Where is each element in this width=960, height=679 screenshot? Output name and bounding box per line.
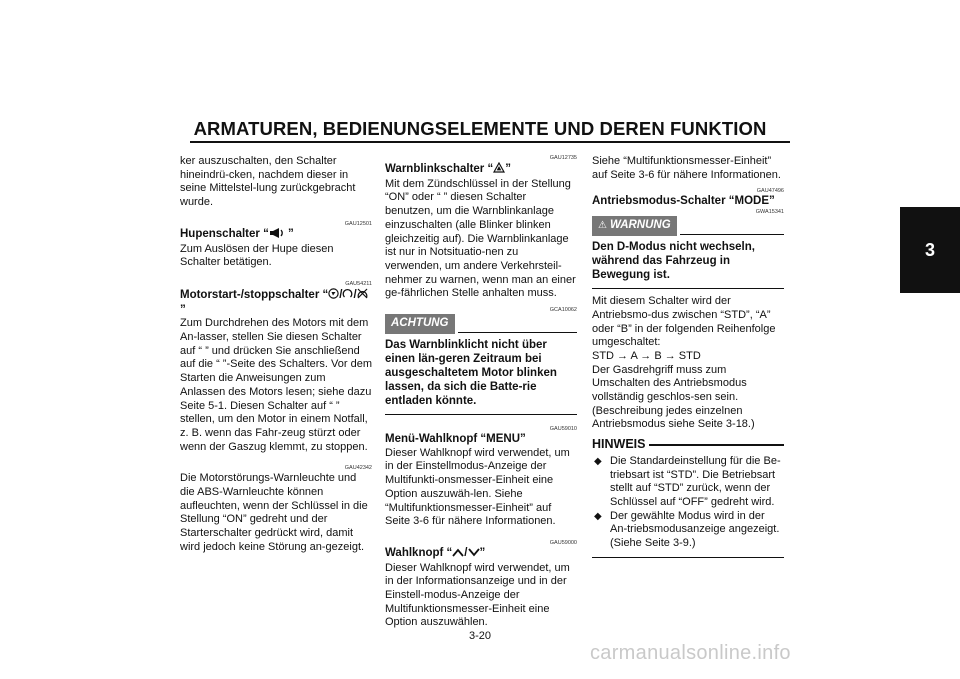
mode-section-code: GAU47496 [756, 188, 784, 195]
horn-section-body: Zum Auslösen der Hupe diesen Schalter be… [180, 242, 334, 269]
hinweis-header: HINWEIS [592, 437, 784, 452]
achtung-code: GCA10062 [549, 307, 577, 314]
achtung-header: ACHTUNG [385, 314, 577, 335]
col3-intro-text: Siehe “Multifunktionsmesser-Einheit” auf… [592, 155, 781, 181]
engine-section-title: Motorstart-/stoppschalter “//” [180, 288, 372, 317]
achtung-rule [457, 331, 577, 334]
hinweis-rule [649, 444, 784, 446]
mode-body-2: Der Gasdrehgriff muss zum Umschalten des… [592, 363, 755, 431]
column-2: GAU12735 Warnblinkschalter “” Mit dem Zü… [385, 155, 577, 630]
header-rule [190, 141, 790, 143]
list-item: Die Standardeinstellung für die Be-trieb… [592, 455, 784, 510]
mode-sequence: STD → A → B → STD [592, 349, 701, 362]
menu-section-code: GAU59010 [549, 426, 577, 433]
engine-stop-icon [357, 288, 368, 304]
hinweis-list: Die Standardeinstellung für die Be-trieb… [592, 455, 784, 558]
hazard-section-title: Warnblinkschalter “” [385, 161, 577, 178]
hazard-triangle-icon [493, 161, 506, 178]
page-header-title: ARMATUREN, BEDIENUNGSELEMENTE UND DEREN … [193, 118, 767, 139]
mode-section-title: Antriebsmodus-Schalter “MODE” [592, 195, 775, 208]
updown-section-body: Dieser Wahlknopf wird verwendet, um in d… [385, 561, 570, 629]
menu-section-title: Menü-Wahlknopf “MENU” [385, 433, 526, 446]
warnung-code: GWA15341 [755, 209, 784, 216]
hazard-section-body: Mit dem Zündschlüssel in der Stellung “O… [385, 177, 576, 300]
engine-section-code: GAU54211 [345, 280, 372, 287]
menu-section-body: Dieser Wahlknopf wird verwendet, um in d… [385, 446, 570, 528]
warnung-text: Den D-Modus nicht wechseln, während das … [592, 236, 784, 290]
updown-section-code: GAU59000 [549, 539, 577, 546]
updown-section-title: Wahlknopf “/” [385, 547, 577, 562]
horn-icon [269, 227, 285, 243]
list-item: Der gewählte Modus wird in der An-triebs… [592, 510, 784, 551]
engine-section-body: Zum Durchdrehen des Motors mit dem An-la… [180, 317, 372, 453]
page-number: 3-20 [468, 630, 492, 642]
chapter-tab: 3 [900, 207, 960, 293]
chevron-down-icon [467, 548, 480, 562]
engine-run-icon [342, 288, 353, 304]
warning-light-section-code: GAU42342 [344, 465, 372, 472]
mode-body-1: Mit diesem Schalter wird der Antriebsmo-… [592, 295, 776, 349]
hazard-section-code: GAU12735 [549, 155, 577, 161]
watermark-text: carmanualsonline.info [590, 642, 791, 664]
achtung-text: Das Warnblinklicht nicht über einen län-… [385, 334, 577, 416]
warnung-label-box: ⚠WARNUNG [592, 216, 677, 237]
warnung-rule [679, 233, 784, 236]
horn-section-title: Hupenschalter “ ” [180, 227, 372, 243]
warning-light-section-body: Die Motorstörungs-Warnleuchte und die AB… [180, 472, 368, 553]
achtung-label: ACHTUNG [385, 314, 455, 335]
horn-section-code: GAU12501 [344, 220, 372, 227]
warnung-header: ⚠WARNUNG [592, 216, 784, 237]
warnung-label: WARNUNG [609, 219, 671, 232]
hinweis-label: HINWEIS [592, 437, 646, 452]
warning-triangle-icon: ⚠ [598, 220, 607, 232]
col1-intro-text: ker auszuschalten, den Schalter hineindr… [180, 155, 356, 209]
column-3: Siehe “Multifunktionsmesser-Einheit” auf… [592, 155, 784, 558]
chevron-up-icon [452, 548, 464, 562]
engine-start-icon [328, 288, 339, 304]
column-1: ker auszuschalten, den Schalter hineindr… [180, 155, 372, 555]
